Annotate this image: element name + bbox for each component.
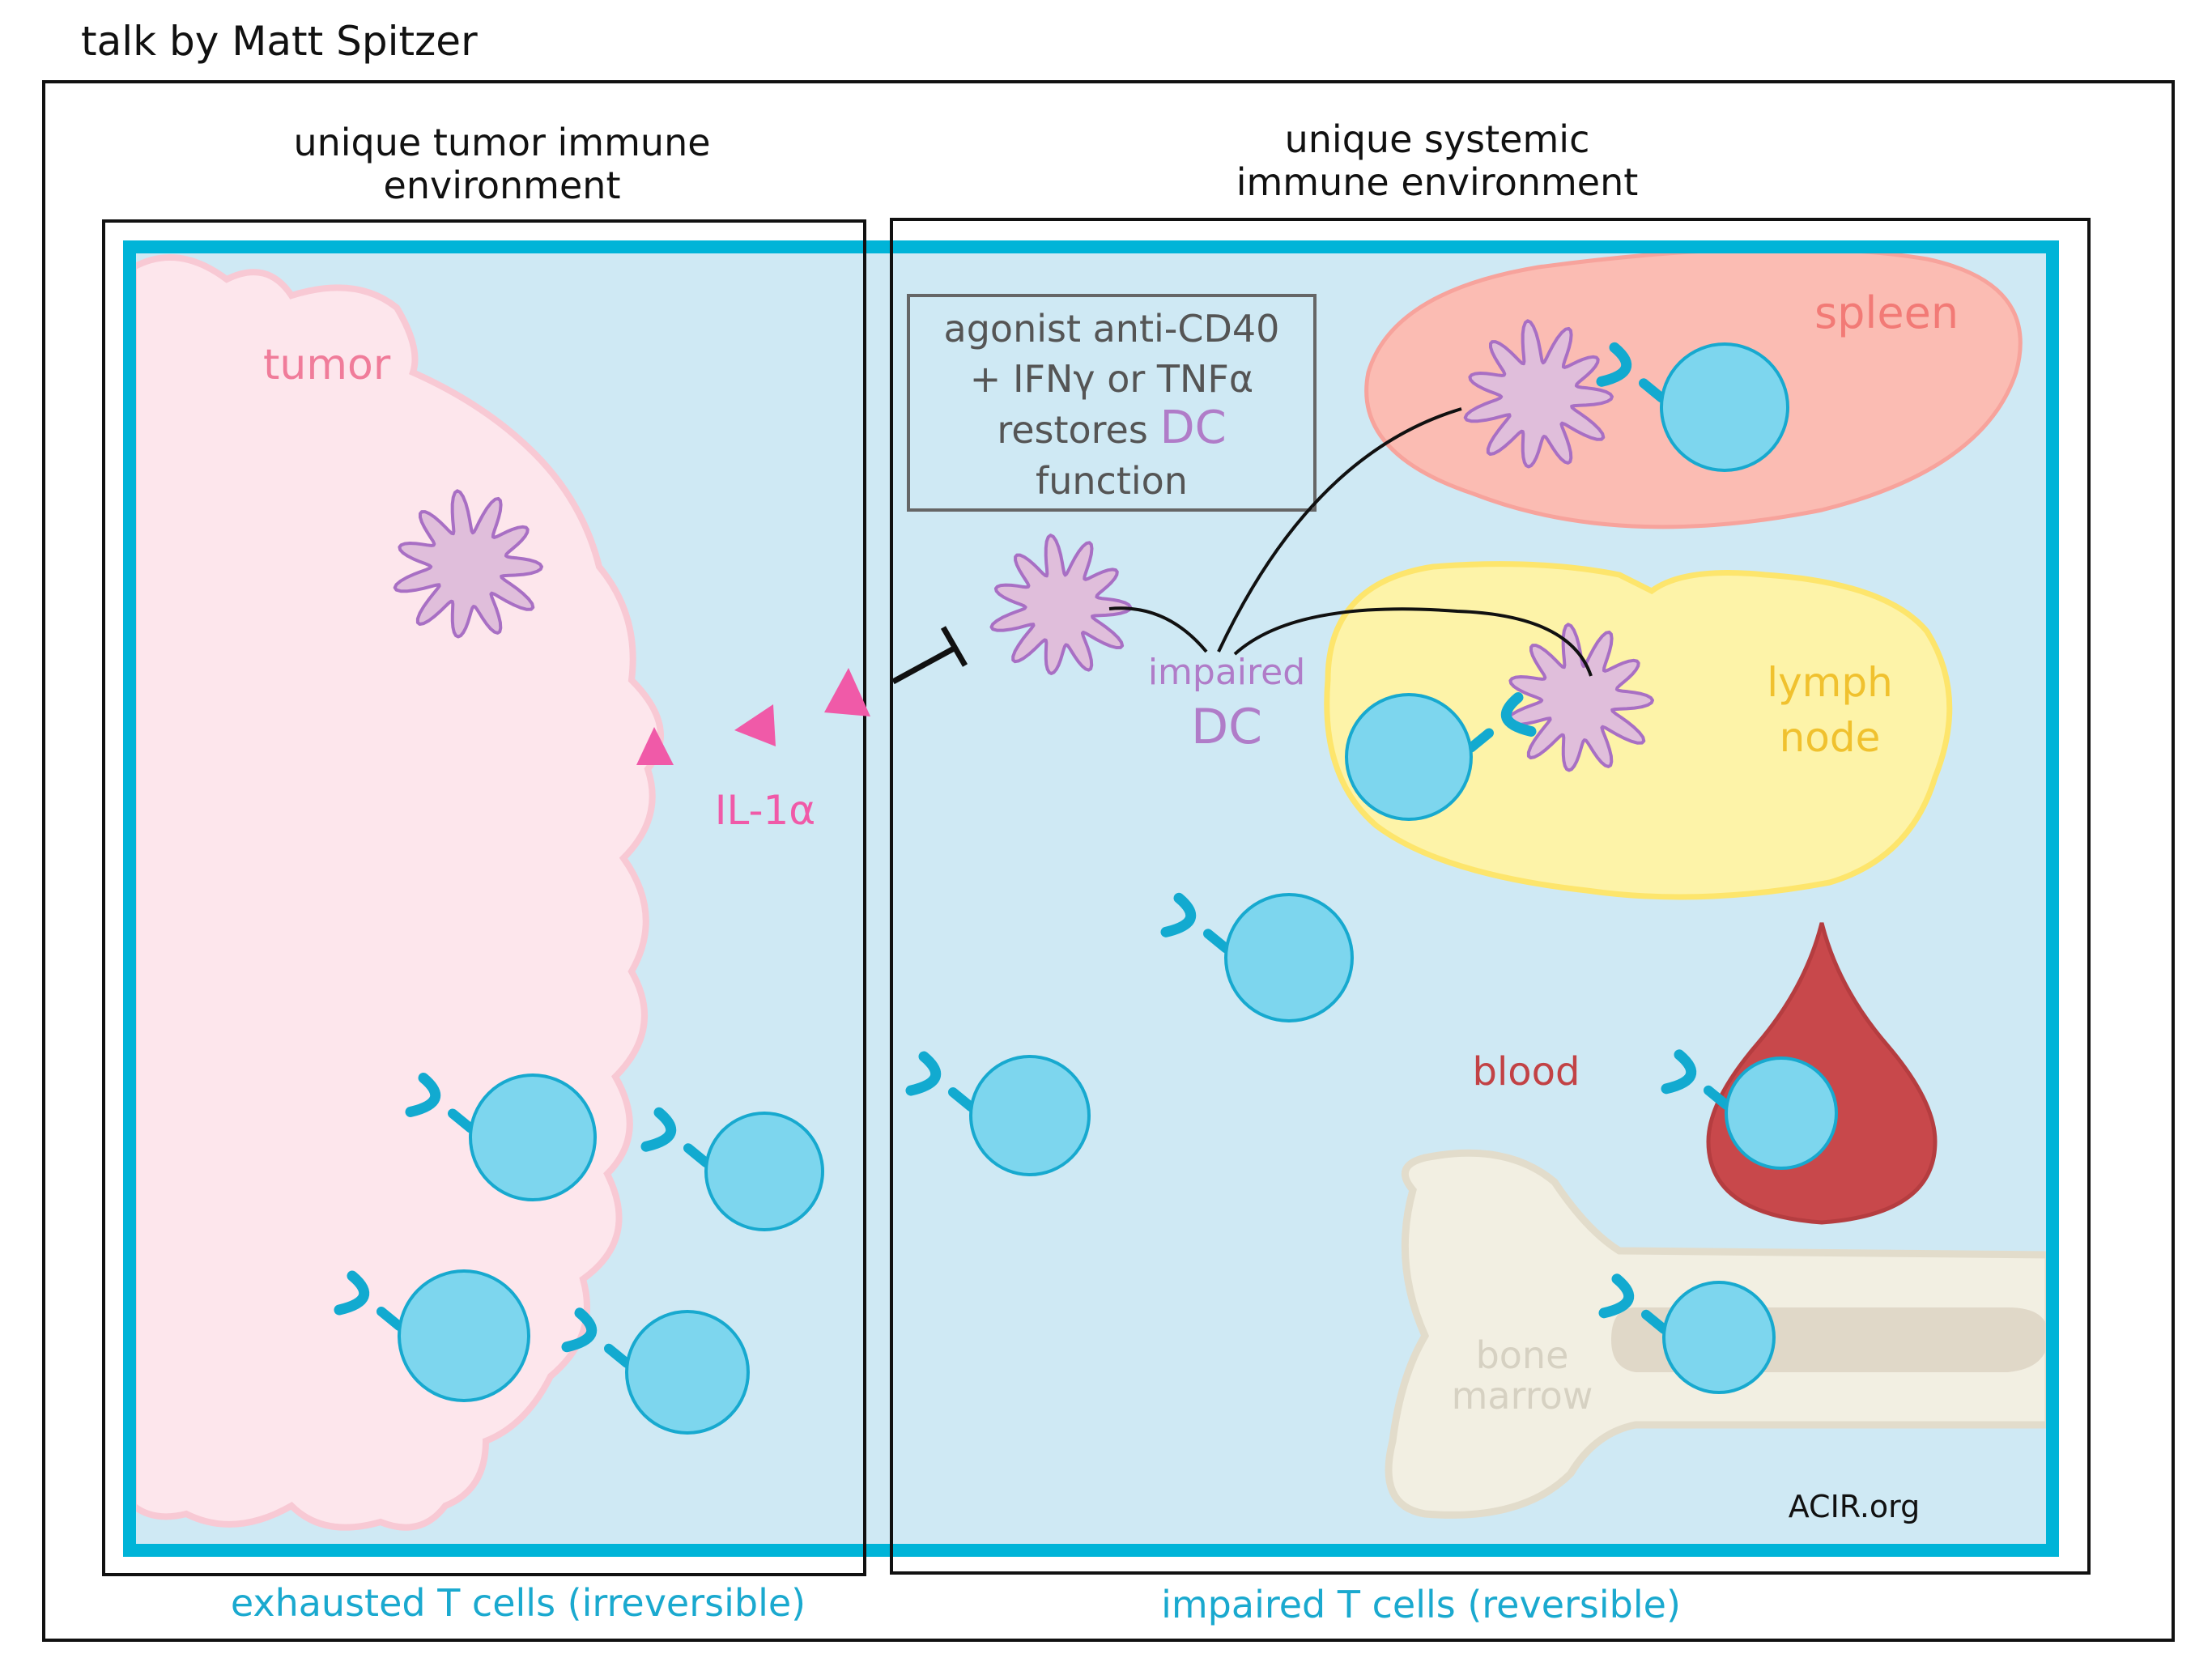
right-panel-footer: impaired T cells (reversible) [1161, 1583, 1681, 1626]
il1a-triangle-2 [734, 704, 776, 746]
tumor-label: tumor [263, 341, 391, 389]
callout-line1: agonist anti-CD40 [944, 307, 1280, 351]
dendritic-cell-body [393, 489, 543, 639]
watermark: ACIR.org [1789, 1489, 1921, 1524]
t-cell-receptor [405, 1072, 475, 1133]
receptor-head [334, 1270, 370, 1316]
inhibition-line [891, 644, 957, 685]
receptor-stem [1203, 929, 1231, 954]
receptor-stem [1704, 1085, 1731, 1110]
right-panel-title-line1: unique systemic [1285, 117, 1590, 161]
il1a-triangle-3 [824, 668, 870, 716]
t-cell-receptor [1596, 342, 1666, 403]
connector-to-spleen-dc [1217, 407, 1462, 653]
receptor-head [561, 1307, 598, 1353]
inhibition-bar [940, 626, 968, 667]
outer-frame [42, 80, 2175, 1642]
callout-line4: function [1036, 459, 1188, 503]
t-cell-blood [1661, 1049, 1838, 1170]
t-cell-body [625, 1310, 750, 1435]
receptor-head [1661, 1049, 1697, 1095]
left-panel-title-line1: unique tumor immune [293, 121, 710, 164]
t-cell-body [969, 1055, 1091, 1176]
t-cell-receptor [1661, 1049, 1731, 1110]
right-panel-title-line2: immune environment [1236, 160, 1639, 204]
t-cell-receptor [640, 1107, 711, 1168]
therapy-callout-box [907, 294, 1317, 512]
t-cell-receptor [1160, 892, 1231, 954]
dendritic-cell-body [1463, 319, 1614, 469]
t-cell-tumor-3 [334, 1269, 530, 1402]
t-cell-tumor-1 [405, 1072, 597, 1201]
callout-line3-prefix: restores [997, 408, 1159, 452]
spleen-label: spleen [1814, 287, 1959, 338]
receptor-stem [683, 1143, 711, 1168]
bone-label-line1: bone [1476, 1333, 1569, 1377]
t-cell-body [398, 1269, 530, 1402]
left-panel-footer: exhausted T cells (irreversible) [231, 1581, 806, 1625]
receptor-stem [1641, 1309, 1669, 1334]
connector-to-impaired-dc [1108, 606, 1208, 653]
t-cell-body [469, 1073, 597, 1201]
t-cell-receptor [334, 1270, 404, 1331]
callout-dc-highlight: DC [1159, 402, 1226, 454]
t-cell-bone-marrow [1598, 1273, 1776, 1394]
receptor-stem [448, 1108, 475, 1133]
t-cell-receptor [1466, 691, 1537, 753]
il1a-label: IL-1α [715, 787, 816, 834]
receptor-stem [376, 1307, 404, 1331]
dendritic-cell-spleen [1463, 319, 1614, 469]
receptor-head [405, 1072, 441, 1117]
dendritic-cell-body [989, 534, 1133, 675]
tumor-panel-box [102, 219, 866, 1576]
receptor-head [1500, 691, 1537, 737]
credit-text: talk by Matt Spitzer [81, 18, 478, 65]
blood-label: blood [1472, 1049, 1580, 1095]
t-cell-body [1660, 342, 1789, 472]
lymph-label-line2: node [1780, 714, 1881, 761]
t-cell-receptor [905, 1051, 976, 1112]
connector-to-lymph-dc [1233, 607, 1593, 677]
systemic-panel-box [890, 218, 2091, 1575]
receptor-head [1598, 1273, 1635, 1319]
t-cell-body [1345, 693, 1473, 821]
receptor-stem [604, 1343, 632, 1368]
t-cell-tumor-4 [561, 1307, 750, 1435]
t-cell-lymph-node [1345, 691, 1537, 821]
callout-line3: restores DC [997, 402, 1226, 454]
t-cell-body [1662, 1281, 1776, 1394]
callout-line2: + IFNγ or TNFα [970, 357, 1253, 401]
receptor-head [1596, 342, 1632, 387]
t-cell-body [1224, 893, 1354, 1022]
dendritic-cell-body [1504, 623, 1654, 772]
t-cell-circulating-1 [1160, 892, 1354, 1022]
receptor-head [640, 1107, 677, 1152]
receptor-stem [948, 1087, 976, 1112]
dendritic-cell-lymph-node [1504, 623, 1654, 772]
receptor-head [905, 1051, 942, 1096]
receptor-head [1160, 892, 1197, 937]
t-cell-body [704, 1112, 824, 1231]
t-cell-body [1725, 1056, 1838, 1170]
receptor-stem [1639, 378, 1666, 403]
impaired-dc-label-line1: impaired [1148, 652, 1305, 693]
receptor-stem [1466, 728, 1494, 753]
left-panel-title-line2: environment [384, 164, 621, 207]
t-cell-receptor [561, 1307, 632, 1368]
il1a-triangle-1 [636, 727, 674, 765]
impaired-dc-label-line2: DC [1191, 699, 1262, 755]
dendritic-cell-tumor [393, 489, 543, 639]
tissue-frame [123, 240, 2059, 1557]
lymph-label-line1: lymph [1767, 659, 1893, 706]
dendritic-cell-impaired [989, 534, 1133, 675]
t-cell-spleen [1596, 342, 1789, 472]
t-cell-receptor [1598, 1273, 1669, 1334]
t-cell-tumor-2 [640, 1107, 824, 1231]
bone-label-line2: marrow [1452, 1374, 1593, 1418]
t-cell-circulating-2 [905, 1051, 1091, 1176]
